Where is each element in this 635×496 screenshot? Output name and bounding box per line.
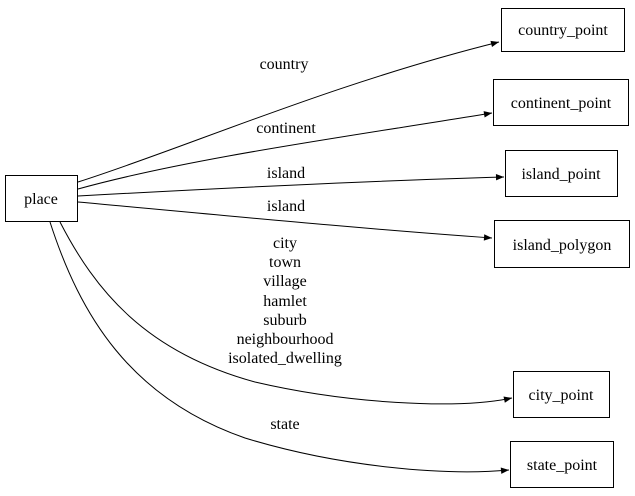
node-box (501, 8, 625, 52)
node-label-state-point: state_point (527, 457, 598, 474)
edge-label-island-2: island (267, 198, 305, 215)
node-island-point: island_point (505, 150, 618, 197)
edge-label-suburb: suburb (263, 312, 307, 329)
edge-line (77, 40, 500, 183)
node-box (505, 150, 618, 197)
node-country-point: country_point (501, 8, 625, 52)
node-label-island-polygon: island_polygon (513, 237, 612, 254)
edge-place-state-point: state (49, 221, 510, 474)
edge-line (77, 111, 493, 190)
edge-label-country: country (260, 56, 309, 73)
node-label-place: place (24, 191, 58, 208)
edge-line (77, 201, 493, 241)
edge-label-hamlet: hamlet (263, 293, 307, 310)
node-label-continent-point: continent_point (511, 95, 612, 112)
edge-place-country-point: country (77, 40, 500, 183)
node-box (510, 441, 614, 488)
node-label-city-point: city_point (529, 387, 594, 404)
edge-label-city: city (273, 235, 297, 252)
node-state-point: state_point (510, 441, 614, 488)
node-continent-point: continent_point (493, 79, 629, 126)
node-label-country-point: country_point (518, 22, 608, 39)
node-box (494, 220, 630, 268)
edge-label-island-1: island (267, 165, 305, 182)
node-box (513, 371, 610, 418)
edge-place-city-point: city town village hamlet suburb neighbou… (59, 221, 513, 405)
edge-line (49, 221, 510, 474)
edge-place-continent-point: continent (77, 111, 493, 190)
edge-label-isolated-dwelling: isolated_dwelling (228, 350, 342, 367)
edge-label-state: state (270, 416, 299, 433)
edge-label-village: village (263, 273, 307, 290)
node-label-island-point: island_point (521, 166, 601, 183)
node-city-point: city_point (513, 371, 610, 418)
edge-label-continent: continent (256, 120, 316, 137)
edge-label-neighbourhood: neighbourhood (237, 331, 334, 348)
edge-line (77, 174, 505, 197)
node-island-polygon: island_polygon (494, 220, 630, 268)
node-box (5, 175, 78, 222)
edge-label-town: town (269, 254, 301, 271)
node-place: place (5, 175, 78, 222)
node-box (493, 79, 629, 126)
edge-place-island-polygon: island (77, 198, 493, 241)
edge-line (59, 221, 513, 405)
edge-place-island-point: island (77, 165, 505, 197)
